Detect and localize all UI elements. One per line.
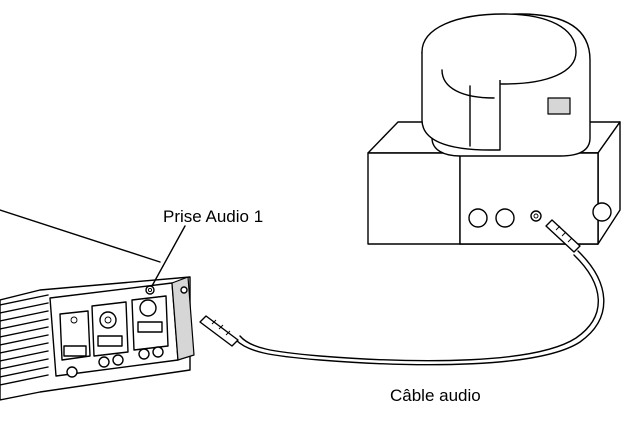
vent-fins — [0, 294, 49, 386]
callout-audio-jack: Prise Audio 1 — [151, 207, 263, 287]
audio-cable-label: Câble audio — [390, 386, 481, 405]
audio-jack-1 — [145, 285, 155, 295]
port-module-3 — [131, 295, 169, 360]
port-module-1 — [59, 310, 91, 378]
projector-rear-panel-icon — [0, 209, 195, 401]
computer-base — [367, 121, 621, 245]
audio-cable-icon — [199, 250, 605, 366]
callout-audio-cable: Câble audio — [390, 386, 481, 405]
port-module-2 — [91, 301, 129, 368]
monitor — [421, 13, 591, 157]
computer-plug — [545, 219, 581, 253]
audio-jack-label: Prise Audio 1 — [163, 207, 263, 226]
computer-monitor-icon — [367, 13, 621, 253]
